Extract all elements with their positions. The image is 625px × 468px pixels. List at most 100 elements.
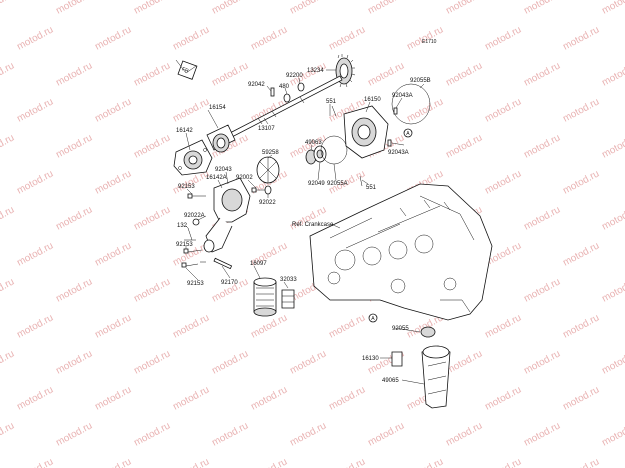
- watermark-text: motod.ru: [15, 456, 55, 468]
- callout-480: 480: [279, 84, 290, 90]
- watermark-text: motod.ru: [522, 420, 562, 448]
- watermark-text: motod.ru: [249, 384, 289, 412]
- callout-92200: 92200: [286, 73, 303, 79]
- watermark-text: motod.ru: [210, 60, 250, 88]
- watermark-text: motod.ru: [54, 204, 94, 232]
- watermark-text: motod.ru: [132, 276, 172, 304]
- front-arrow-icon: FR: [175, 59, 198, 80]
- callout-16150: 16150: [364, 97, 381, 103]
- watermark-text: motod.ru: [600, 348, 625, 376]
- watermark-text: motod.ru: [444, 420, 484, 448]
- watermark-text: motod.ru: [561, 312, 601, 340]
- watermark-text: motod.ru: [54, 348, 94, 376]
- watermark-text: motod.ru: [561, 456, 601, 468]
- watermark-text: motod.ru: [561, 24, 601, 52]
- watermark-text: motod.ru: [249, 312, 289, 340]
- watermark-text: motod.ru: [171, 456, 211, 468]
- watermark-text: motod.ru: [54, 60, 94, 88]
- watermark-text: motod.ru: [54, 276, 94, 304]
- watermark-text: motod.ru: [0, 132, 16, 160]
- housing-16150: [343, 105, 389, 159]
- watermark-text: motod.ru: [483, 24, 523, 52]
- watermark-text: motod.ru: [327, 456, 367, 468]
- callout-92022A: 92022A: [184, 213, 205, 219]
- pipe-551-bottom: [359, 175, 363, 187]
- watermark-text: motod.ru: [93, 168, 133, 196]
- watermark-text: motod.ru: [444, 132, 484, 160]
- callout-92055: 92055: [392, 326, 409, 332]
- watermark-text: motod.ru: [93, 384, 133, 412]
- washer-480: [283, 93, 291, 103]
- callout-551-bottom: 551: [366, 185, 377, 191]
- watermark-text: motod.ru: [483, 384, 523, 412]
- watermark-text: motod.ru: [210, 0, 250, 17]
- watermark-text: motod.ru: [15, 96, 55, 124]
- bolt-132: [184, 227, 196, 241]
- callout-92170: 92170: [221, 280, 238, 286]
- watermark-text: motod.ru: [0, 60, 16, 88]
- watermark-text: motod.ru: [483, 168, 523, 196]
- watermark-text: motod.ru: [93, 24, 133, 52]
- callout-49063: 49063: [305, 140, 322, 146]
- watermark-text: motod.ru: [210, 348, 250, 376]
- watermark-text: motod.ru: [522, 204, 562, 232]
- watermark-text: motod.ru: [15, 384, 55, 412]
- watermark-text: motod.ru: [600, 276, 625, 304]
- crankcase: [309, 183, 493, 321]
- bolt-92153-a: [187, 193, 206, 199]
- pin-92043A-top: [393, 107, 398, 115]
- pipe-551-top: [331, 105, 337, 117]
- callout-92049: 92049: [308, 181, 325, 187]
- watermark-text: motod.ru: [444, 60, 484, 88]
- watermark-text: motod.ru: [171, 24, 211, 52]
- callout-16142A: 16142A: [206, 175, 227, 181]
- watermark-text: motod.ru: [561, 240, 601, 268]
- leader-lines: [185, 69, 425, 385]
- watermark-text: motod.ru: [171, 312, 211, 340]
- watermark-text: motod.ru: [54, 420, 94, 448]
- bolt-92153-c: [181, 262, 199, 268]
- callout-92043A-top: 92043A: [392, 93, 413, 99]
- watermark-text: motod.ru: [0, 0, 16, 17]
- callout-92055B: 92055B: [410, 78, 431, 84]
- ref-crankcase-label: Ref. Crankcase: [292, 222, 334, 228]
- callout-92153-b: 92153: [176, 242, 193, 248]
- watermark-text: motod.ru: [600, 0, 625, 17]
- diagram-code: E1710: [422, 39, 437, 45]
- watermark-text: motod.ru: [561, 96, 601, 124]
- watermark-text: motod.ru: [522, 132, 562, 160]
- washer-92022: [264, 185, 272, 195]
- watermark-text: motod.ru: [561, 168, 601, 196]
- callout-59258: 59258: [262, 150, 279, 156]
- watermark-text: motod.ru: [444, 0, 484, 17]
- watermark-text: motod.ru: [249, 24, 289, 52]
- watermark-text: motod.ru: [366, 0, 406, 17]
- watermark-text: motod.ru: [0, 348, 16, 376]
- watermark-text: motod.ru: [15, 24, 55, 52]
- watermark-text: motod.ru: [327, 24, 367, 52]
- callout-92022: 92022: [259, 200, 276, 206]
- water-pump-cover-16142A: [203, 177, 251, 253]
- watermark-text: motod.ru: [483, 456, 523, 468]
- watermark-text: motod.ru: [483, 312, 523, 340]
- watermark-text: motod.ru: [54, 132, 94, 160]
- watermark-text: motod.ru: [327, 312, 367, 340]
- callout-92043A-right: 92043A: [388, 150, 409, 156]
- callout-16130: 16130: [362, 356, 379, 362]
- callout-92042: 92042: [248, 82, 265, 88]
- callout-132: 132: [177, 223, 188, 229]
- watermark-text: motod.ru: [132, 0, 172, 17]
- watermark-text: motod.ru: [15, 240, 55, 268]
- washer-92200: [297, 82, 305, 92]
- callout-labels: 92042 92200 13234 480 16154 13107 16142 …: [176, 68, 431, 384]
- plug-16130: [391, 351, 403, 367]
- callout-16142: 16142: [176, 128, 193, 134]
- watermark-text: motod.ru: [561, 384, 601, 412]
- circle-a-bottom: A: [368, 313, 378, 323]
- watermark-text: motod.ru: [327, 384, 367, 412]
- pipe-32033: [281, 289, 295, 309]
- watermark-text: motod.ru: [132, 204, 172, 232]
- watermark-text: motod.ru: [600, 132, 625, 160]
- svg-text:FR: FR: [181, 66, 190, 74]
